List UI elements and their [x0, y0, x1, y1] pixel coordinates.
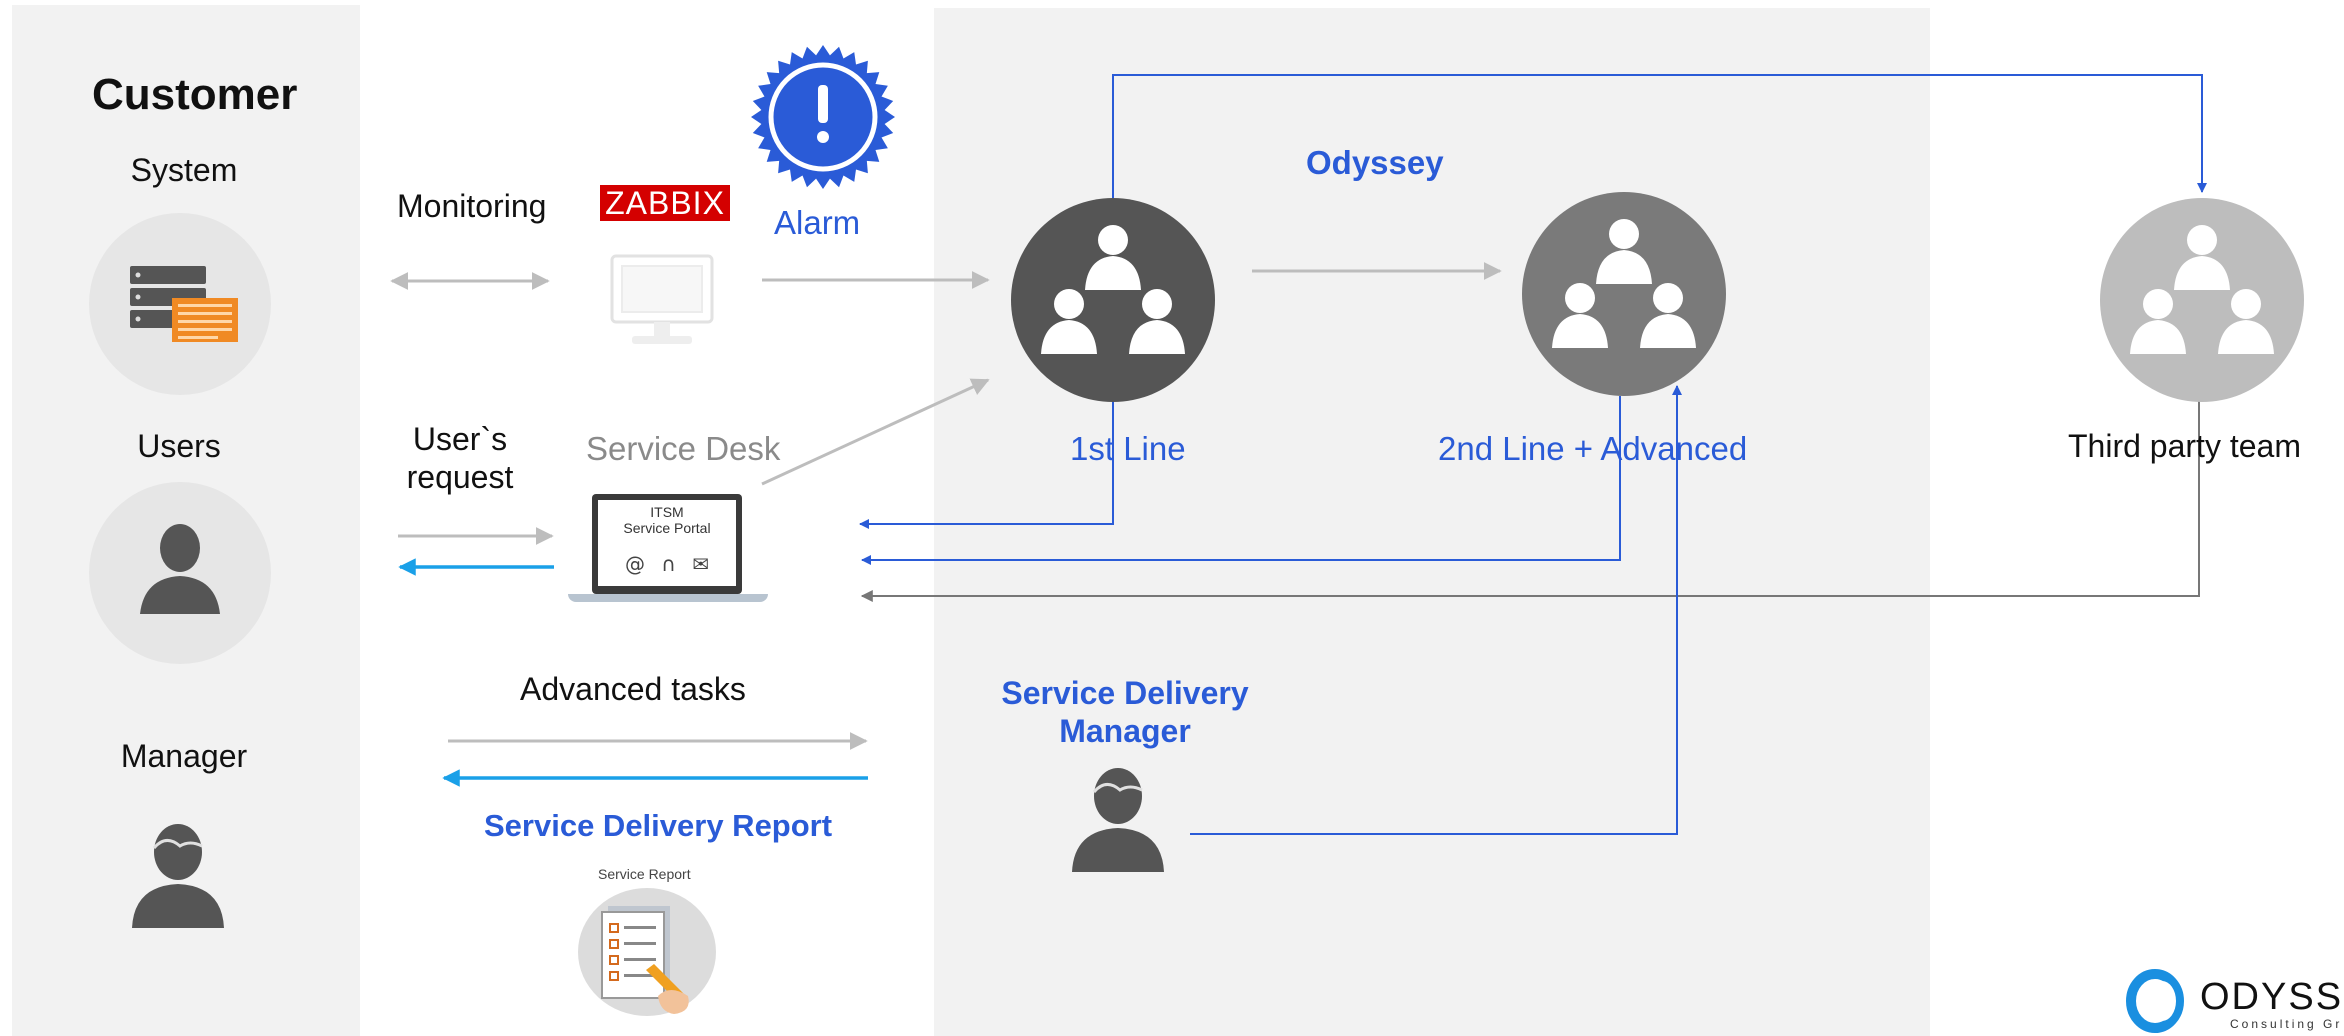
report-icon: [601, 906, 689, 1014]
first-line-to-third-party-line: [1112, 74, 2207, 198]
monitoring-label: Monitoring: [397, 188, 547, 224]
first-line-to-portal-line: [859, 400, 1114, 529]
third-party-to-portal-line: [860, 400, 2200, 602]
odyssey-logo-icon: [2126, 969, 2184, 1033]
portal-screen: ITSM Service Portal @ ∩ ✉: [598, 500, 736, 586]
first-line-label: 1st Line: [1070, 430, 1186, 467]
users-circle: [89, 482, 271, 664]
team-icon: [1041, 225, 1185, 354]
service-desk-label: Service Desk: [586, 430, 781, 467]
manager-icon: [132, 824, 224, 928]
monitor-icon: [610, 254, 714, 344]
system-label: System: [130, 152, 238, 188]
sdm-label: Service Delivery Manager: [1001, 675, 1249, 749]
laptop-icon: ITSM Service Portal @ ∩ ✉: [566, 494, 770, 606]
laptop-screen: ITSM Service Portal @ ∩ ✉: [592, 494, 742, 594]
service-delivery-report-label: Service Delivery Report: [484, 808, 833, 843]
users-label: Users: [137, 428, 221, 464]
portal-icons: @ ∩ ✉: [598, 552, 736, 576]
zabbix-logo: ZABBIX: [600, 185, 730, 221]
laptop-base: [568, 594, 768, 602]
third-party-label: Third party team: [2068, 428, 2301, 464]
sdm-to-second-line-line: [1190, 385, 1682, 835]
server-icon: [130, 266, 238, 342]
zabbix-logo-text: ZABBIX: [605, 185, 725, 221]
customer-heading: Customer: [92, 70, 298, 119]
second-line-label: 2nd Line + Advanced: [1438, 430, 1748, 467]
chat-icon: ✉: [692, 552, 710, 576]
user-icon: [140, 524, 220, 614]
manager-label: Manager: [120, 738, 248, 774]
advanced-tasks-label: Advanced tasks: [520, 671, 746, 707]
odyssey-heading: Odyssey: [1306, 144, 1444, 181]
portal-title: ITSM Service Portal: [623, 504, 711, 536]
logo-text: ODYSSE: [2200, 976, 2344, 1018]
alarm-label: Alarm: [774, 204, 861, 241]
second-line-to-portal-line: [861, 396, 1621, 565]
manager-icon: [1072, 768, 1164, 872]
team-icon: [2130, 225, 2274, 354]
service-desk-to-first-line-arrow: [761, 378, 990, 486]
service-report-caption: Service Report: [598, 866, 691, 882]
alarm-badge-icon: [751, 45, 895, 189]
logo-subtext: Consulting Gr: [2230, 1017, 2343, 1031]
users-request-label: User`s request: [406, 421, 514, 495]
headset-icon: ∩: [661, 552, 676, 576]
team-icon: [1552, 219, 1696, 348]
odyssey-logo: ODYSSE Consulting Gr: [2118, 964, 2344, 1036]
email-icon: @: [624, 552, 645, 576]
